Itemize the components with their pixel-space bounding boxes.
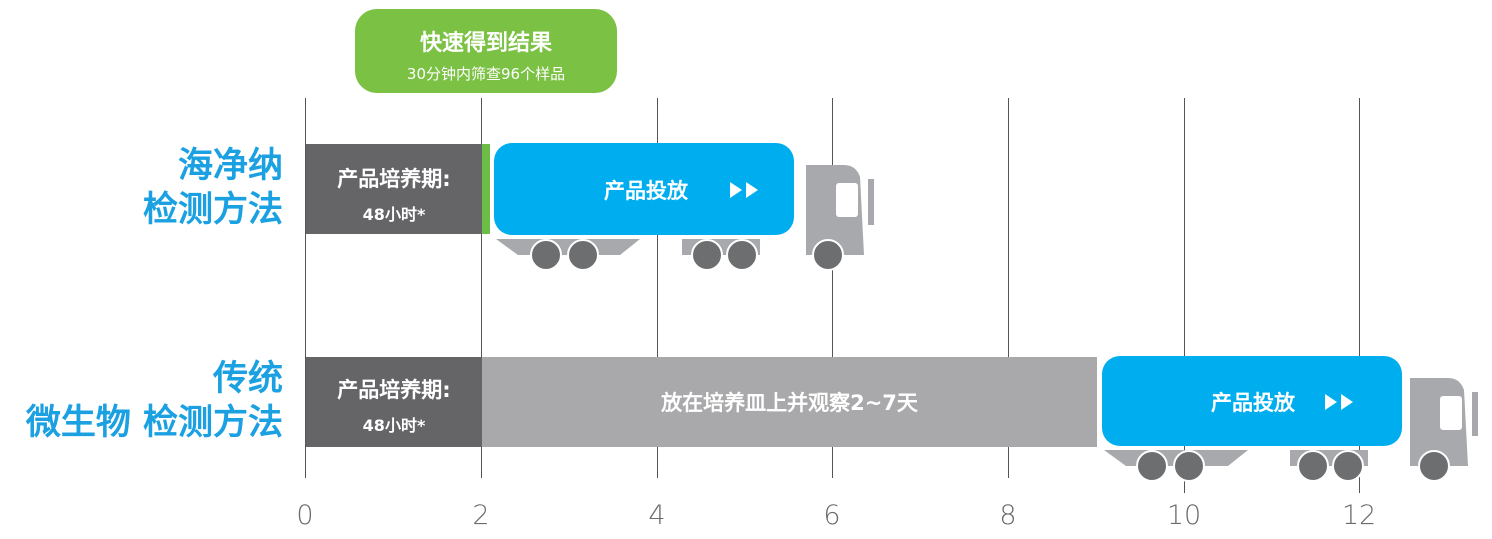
gridline-8 — [1008, 98, 1009, 478]
truck-window-row2 — [1440, 396, 1462, 430]
incubation-title-row2: 产品培养期: — [337, 378, 451, 402]
incubation-duration-row2: 48小时* — [362, 416, 426, 435]
row-label-hygiena: 海净纳 检测方法 — [143, 144, 283, 232]
truck-window-row1 — [836, 183, 858, 217]
fast-forward-icon — [1325, 394, 1353, 410]
tick-label-10: 10 — [1166, 500, 1202, 531]
gridline-6 — [832, 98, 833, 478]
row-label-hygiena-line1: 海净纳 — [177, 146, 283, 186]
tick-label-2: 2 — [472, 500, 490, 531]
release-label-row1: 产品投放 — [604, 172, 764, 208]
truck-row2 — [1102, 356, 1478, 482]
wheel-1-row1 — [530, 239, 562, 271]
incubation-duration-row1: 48小时* — [362, 205, 426, 224]
gridline-12 — [1359, 98, 1360, 493]
wheel-2-row2 — [1173, 450, 1205, 482]
release-label-row2: 产品投放 — [1211, 384, 1359, 420]
row-label-traditional: 传统 微生物 检测方法 — [26, 357, 283, 445]
wheel-3-row1 — [691, 239, 723, 271]
wheel-5-row2 — [1418, 450, 1450, 482]
tick-label-12: 12 — [1341, 500, 1377, 531]
callout-subtitle: 30分钟内筛查96个样品 — [406, 65, 566, 83]
wheel-3-row2 — [1297, 450, 1329, 482]
fast-result-callout: 快速得到结果 30分钟内筛查96个样品 — [355, 9, 617, 93]
tick-label-4: 4 — [648, 500, 666, 531]
release-text-row1: 产品投放 — [604, 179, 688, 203]
gridline-4 — [657, 98, 658, 478]
wheel-4-row2 — [1332, 450, 1364, 482]
release-text-row2: 产品投放 — [1211, 391, 1295, 415]
wheel-4-row1 — [726, 239, 758, 271]
observation-bar: 放在培养皿上并观察2~7天 — [482, 357, 1097, 447]
gridline-2 — [481, 98, 482, 478]
truck-row1 — [494, 143, 874, 271]
rapid-test-bar — [482, 144, 490, 234]
incubation-bar-row2: 产品培养期: 48小时* — [306, 357, 482, 447]
row-label-traditional-line2: 微生物 检测方法 — [25, 403, 283, 443]
wheel-1-row2 — [1136, 450, 1168, 482]
truck-mirror-row2 — [1472, 392, 1478, 436]
incubation-bar-row1: 产品培养期: 48小时* — [306, 144, 482, 234]
wheel-5-row1 — [812, 239, 844, 271]
tick-label-8: 8 — [999, 500, 1017, 531]
row-label-hygiena-line2: 检测方法 — [142, 190, 283, 230]
wheel-2-row1 — [567, 239, 599, 271]
tick-label-6: 6 — [823, 500, 841, 531]
truck-cargo-row1 — [494, 143, 794, 235]
row-label-traditional-line1: 传统 — [212, 359, 283, 399]
truck-mirror-row1 — [868, 179, 874, 225]
callout-title: 快速得到结果 — [419, 31, 552, 56]
incubation-title-row1: 产品培养期: — [337, 167, 451, 191]
observation-text: 放在培养皿上并观察2~7天 — [661, 391, 918, 415]
truck-cargo-row2 — [1102, 356, 1402, 446]
tick-label-0: 0 — [296, 500, 314, 531]
fast-forward-icon — [730, 182, 758, 198]
gridline-10 — [1184, 98, 1185, 493]
gridline-0 — [305, 98, 306, 478]
